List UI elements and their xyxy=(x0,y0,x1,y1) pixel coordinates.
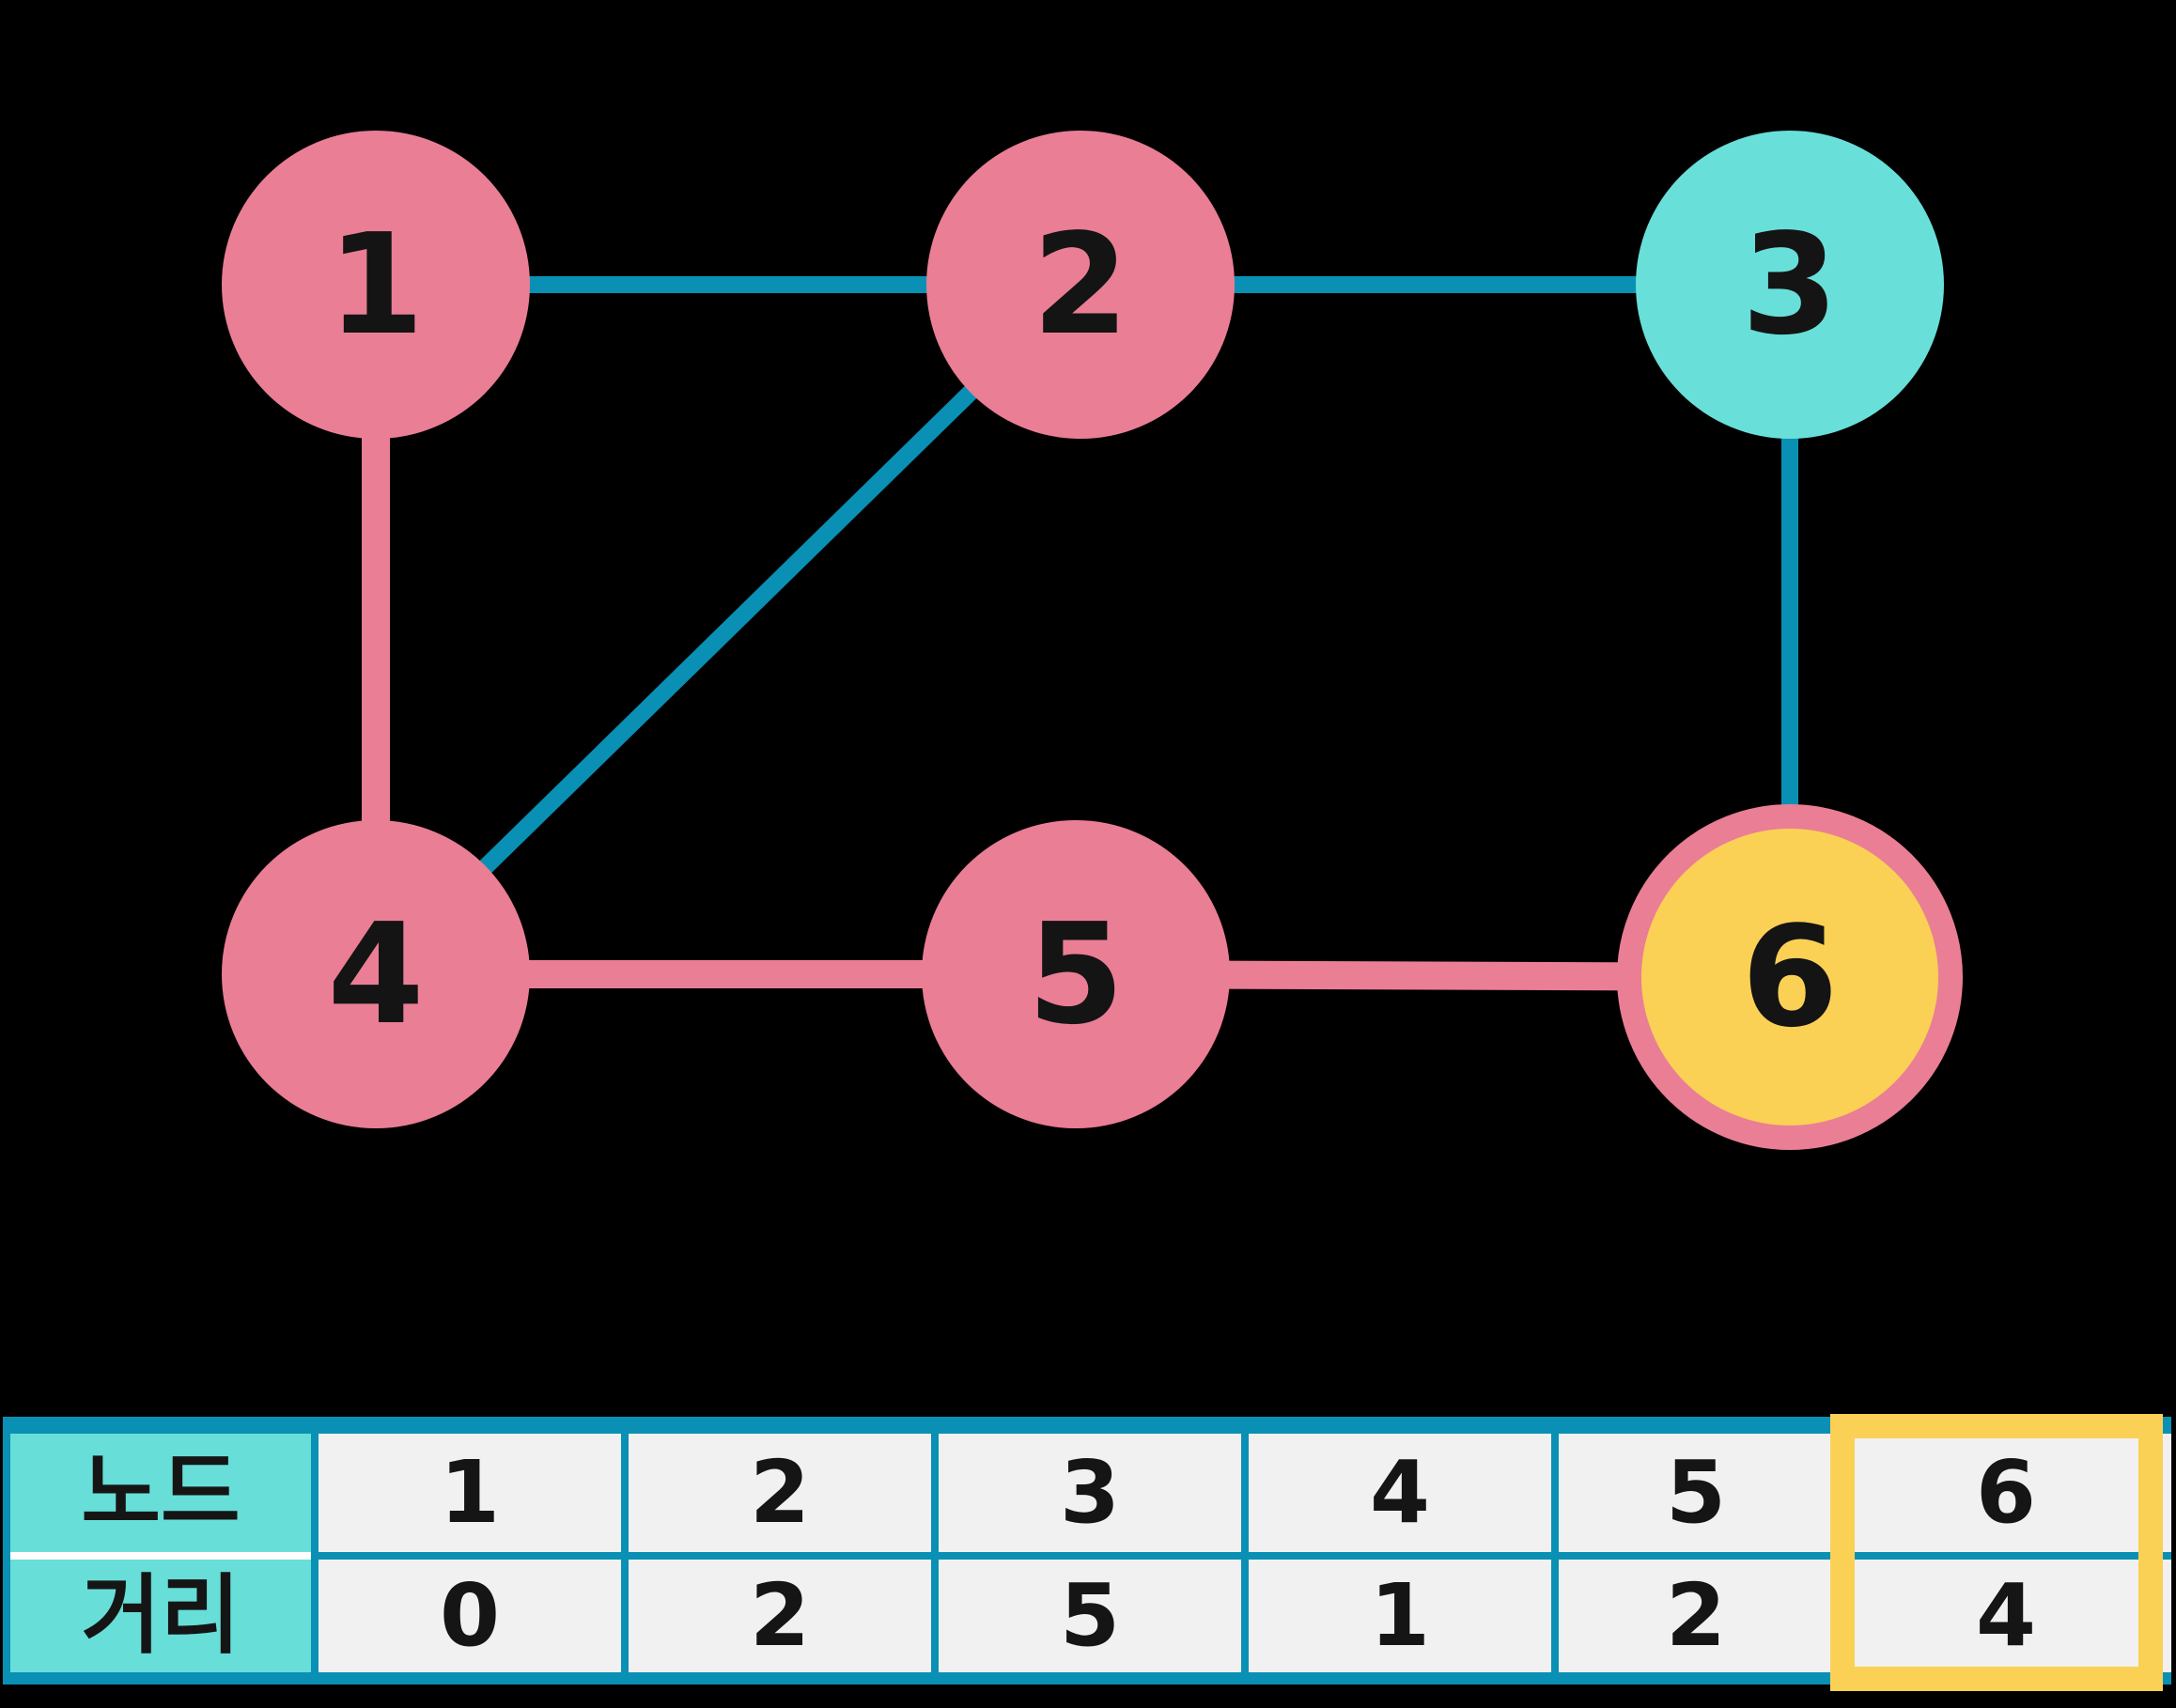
table-node-cell-4: 4 xyxy=(1249,1434,1551,1552)
graph-node-2: 2 xyxy=(926,131,1235,439)
table-node-cell-3: 3 xyxy=(939,1434,1241,1552)
header-row-separator xyxy=(10,1552,311,1560)
table-dist-cell-1: 0 xyxy=(319,1560,621,1672)
graph-node-3: 3 xyxy=(1636,131,1944,439)
distance-table: 노드 1 2 3 4 5 6 거리 0 2 5 1 2 4 xyxy=(3,1414,2171,1691)
table-dist-cell-5: 2 xyxy=(1559,1560,1833,1672)
table-header-distance: 거리 xyxy=(10,1560,311,1672)
table-header-node: 노드 xyxy=(10,1434,311,1552)
graph-node-4: 4 xyxy=(222,820,530,1128)
graph-node-6-highlighted: 6 xyxy=(1617,804,1963,1150)
edge-2-4 xyxy=(369,278,1087,981)
table-node-cell-2: 2 xyxy=(629,1434,931,1552)
table-dist-cell-4: 1 xyxy=(1249,1560,1551,1672)
table-dist-cell-3: 5 xyxy=(939,1560,1241,1672)
column-6-highlight-box xyxy=(1830,1414,2163,1691)
graph-node-1: 1 xyxy=(222,131,530,439)
table-dist-cell-6: 4 xyxy=(1841,1560,2171,1672)
table-node-cell-1: 1 xyxy=(319,1434,621,1552)
table-node-cell-6: 6 xyxy=(1841,1434,2171,1552)
graph-node-5: 5 xyxy=(922,820,1230,1128)
table-node-cell-5: 5 xyxy=(1559,1434,1833,1552)
table-dist-cell-2: 2 xyxy=(629,1560,931,1672)
distance-table-grid: 노드 1 2 3 4 5 6 거리 0 2 5 1 2 4 xyxy=(10,1434,2171,1672)
